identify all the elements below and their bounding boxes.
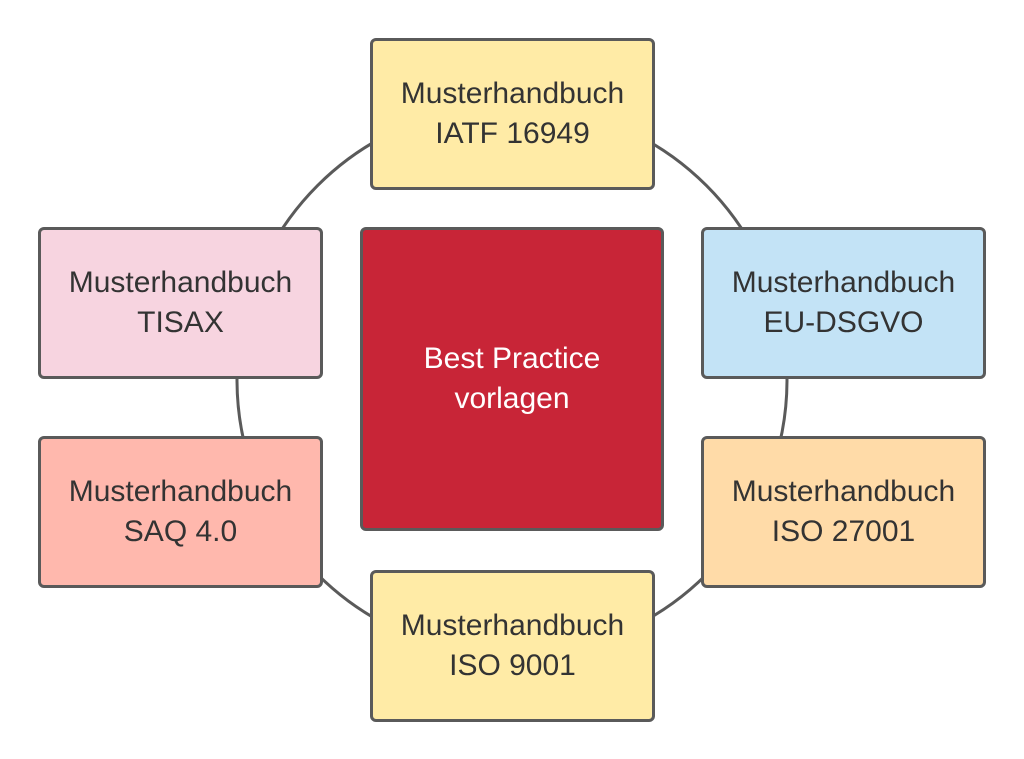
node-iatf-16949: Musterhandbuch IATF 16949 <box>370 38 655 190</box>
node-line2: ISO 27001 <box>771 515 916 548</box>
center-node-best-practice: Best Practice vorlagen <box>360 227 664 531</box>
node-line1: Musterhandbuch <box>731 475 956 508</box>
node-tisax: Musterhandbuch TISAX <box>38 227 323 379</box>
node-line1: Musterhandbuch <box>400 77 625 110</box>
center-line1: Best Practice <box>423 342 601 375</box>
node-line2: SAQ 4.0 <box>123 515 238 548</box>
center-line2: vorlagen <box>454 382 570 415</box>
node-line1: Musterhandbuch <box>400 609 625 642</box>
node-line1: Musterhandbuch <box>68 266 293 299</box>
node-iso-27001: Musterhandbuch ISO 27001 <box>701 436 986 588</box>
node-saq-4-0: Musterhandbuch SAQ 4.0 <box>38 436 323 588</box>
node-line1: Musterhandbuch <box>68 475 293 508</box>
node-iso-9001: Musterhandbuch ISO 9001 <box>370 570 655 722</box>
node-line2: EU-DSGVO <box>763 306 924 339</box>
node-line2: ISO 9001 <box>449 649 576 682</box>
node-line2: IATF 16949 <box>435 117 590 150</box>
node-eu-dsgvo: Musterhandbuch EU-DSGVO <box>701 227 986 379</box>
node-line1: Musterhandbuch <box>731 266 956 299</box>
node-line2: TISAX <box>137 306 224 339</box>
